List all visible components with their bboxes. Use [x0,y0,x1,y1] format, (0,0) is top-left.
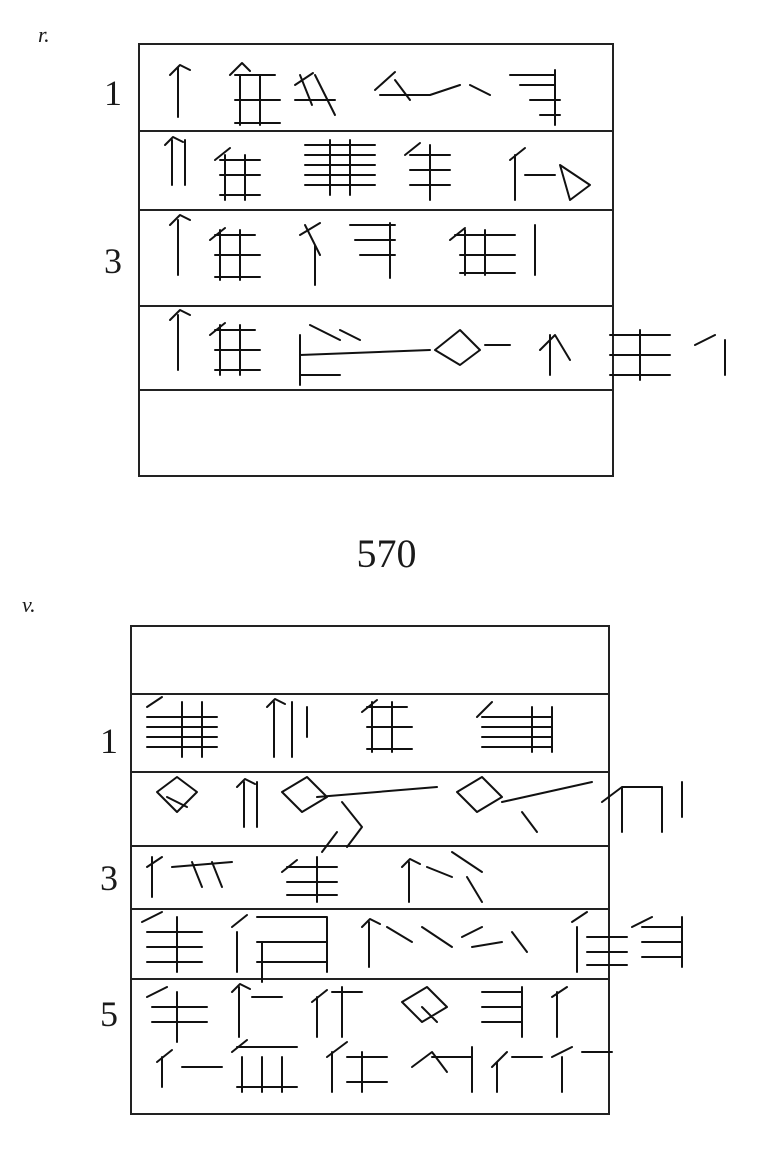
obverse-row-2 [140,132,612,211]
reverse-row-blank [132,627,608,695]
obverse-row-5-blank [140,391,612,477]
reverse-row-2 [132,773,608,847]
reverse-cuneiform-signs [141,696,683,1093]
catalog-number: 570 [356,531,417,576]
obverse-row-4 [140,307,612,391]
reverse-line-number-3: 3 [100,858,118,898]
obverse-line-number-1: 1 [104,73,122,113]
obverse-row-3 [140,211,612,307]
reverse-row-4 [132,910,608,980]
reverse-line-number-5: 5 [100,994,118,1034]
obverse-side-label: r. [38,22,50,47]
reverse-line-number-1: 1 [100,721,118,761]
obverse-cuneiform-signs [164,62,726,386]
reverse-row-3 [132,847,608,910]
reverse-tablet [130,625,610,1115]
reverse-side-label: v. [22,592,36,617]
obverse-tablet [138,43,614,477]
obverse-line-number-3: 3 [104,241,122,281]
reverse-row-1 [132,695,608,773]
obverse-row-1 [140,45,612,132]
